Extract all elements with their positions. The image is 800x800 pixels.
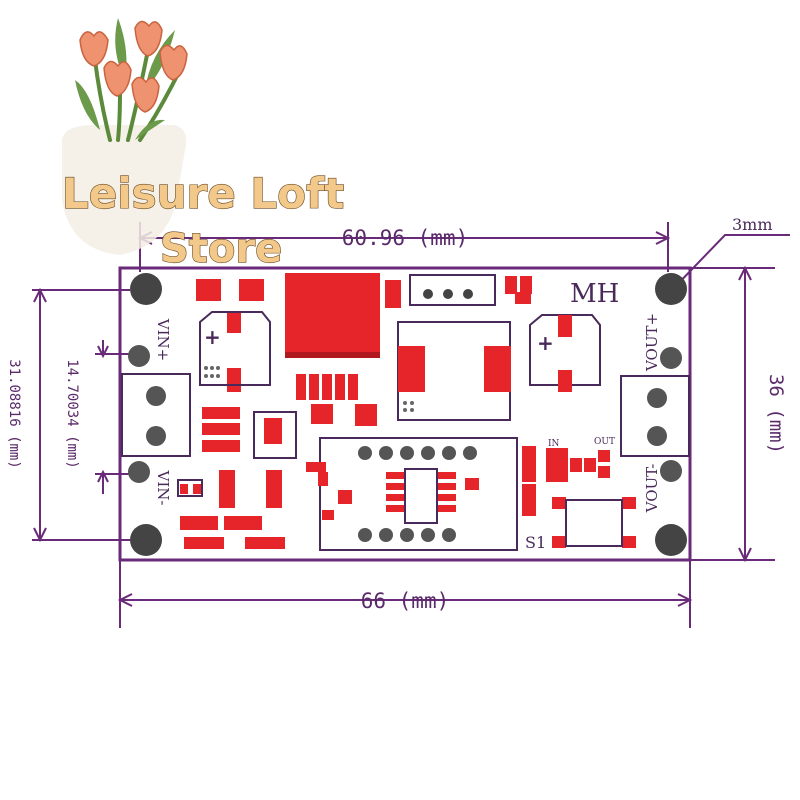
capacitor-right: + (529, 314, 601, 392)
dimension-hole-size: 3mm (732, 215, 773, 234)
label-switch: S1 (525, 533, 546, 552)
capacitor-left: + (199, 311, 271, 386)
inductor (285, 273, 380, 358)
label-vin-minus: VIN- (154, 470, 172, 506)
display-module-footprint (306, 437, 518, 551)
label-vout-minus: VOUT- (643, 464, 661, 514)
svg-text:+: + (204, 325, 221, 349)
small-diode (177, 479, 203, 497)
smd-cluster-right (522, 446, 636, 548)
label-brand: MH (570, 279, 619, 309)
label-vin-plus: VIN+ (154, 318, 172, 361)
switch-footprint (565, 499, 623, 547)
mounting-holes (130, 273, 687, 556)
mounting-hole-top-left (130, 273, 162, 305)
dimension-left-height: 31.08816 (mm) (6, 359, 22, 469)
svg-text:+: + (537, 331, 554, 355)
dimension-left-inner: 14.70034 (mm) (64, 359, 80, 469)
mounting-hole-bottom-right (655, 524, 687, 556)
smd-pad (505, 276, 517, 294)
store-logo: Leisure Loft Store (61, 18, 345, 273)
diode-footprint (397, 321, 511, 421)
ic-chip (404, 468, 438, 524)
output-terminal-block (620, 375, 690, 457)
dimension-lines (32, 222, 790, 628)
dimension-bottom-width: 66 (mm) (361, 589, 450, 613)
transistor-footprint (253, 411, 297, 459)
input-terminal-block (121, 373, 191, 457)
header-connector (385, 274, 496, 308)
resistor-array (296, 374, 377, 426)
smd-pad (520, 276, 532, 294)
label-led-out: OUT (594, 437, 615, 447)
mounting-hole-top-right (655, 273, 687, 305)
dimension-top-width: 60.96 (mm) (342, 226, 468, 250)
dimension-right-height: 36 (mm) (765, 374, 787, 454)
smd-pad (515, 292, 531, 304)
logo-line-2: Store (160, 226, 282, 272)
label-vout-plus: VOUT+ (643, 313, 661, 372)
io-pads (128, 345, 682, 483)
label-led-in: IN (548, 439, 560, 449)
mounting-hole-bottom-left (130, 524, 162, 556)
logo-line-1: Leisure Loft (62, 169, 344, 218)
smd-cluster-left (180, 407, 285, 549)
